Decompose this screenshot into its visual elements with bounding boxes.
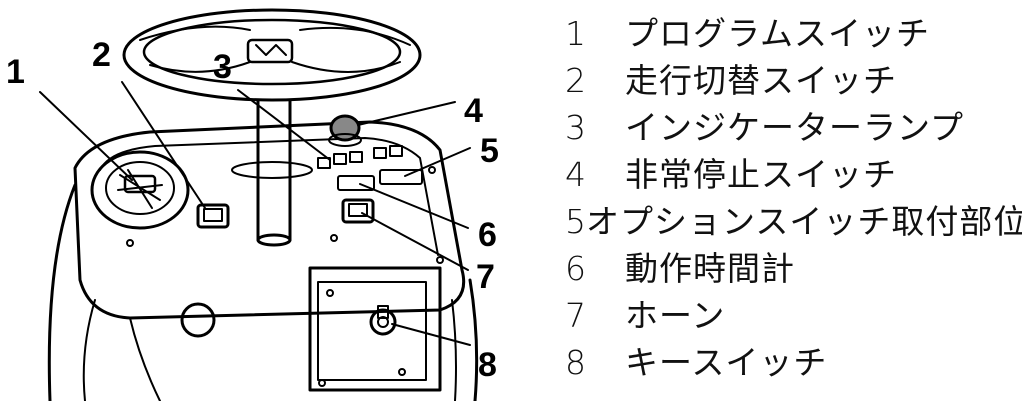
legend-label: 動作時間計 [625,249,795,288]
legend-label: プログラムスイッチ [625,14,931,53]
horn-switch [341,198,375,224]
legend-number: 6 [565,249,586,288]
legend-label: インジケーターランプ [625,108,965,147]
callout-2: 2 [92,36,111,74]
legend-label: オプションスイッチ取付部位 [586,202,1022,241]
legend-number: 2 [565,61,586,100]
legend-item: 2 走行切替スイッチ [545,57,1015,104]
legend-number: 1 [565,14,586,53]
legend-item: 1 プログラムスイッチ [545,10,1015,57]
hour-meter [337,175,375,191]
emergency-stop-button [328,114,362,147]
callout-6: 6 [478,216,497,254]
legend-number: 7 [565,296,586,335]
legend-item: 4 非常停止スイッチ [545,151,1015,198]
legend-number: 5 [565,202,586,241]
legend-label: ホーン [625,296,726,335]
legend-number: 3 [565,108,586,147]
callout-4: 4 [464,92,483,130]
legend-item: 6 動作時間計 [545,245,1015,292]
legend-label: 走行切替スイッチ [625,61,897,100]
travel-switch [196,203,230,229]
callout-8: 8 [478,346,497,384]
legend-label: キースイッチ [625,343,828,382]
legend-item: 7 ホーン [545,292,1015,339]
legend-item: 8 キースイッチ [545,339,1015,386]
machine-body [47,183,479,401]
callout-7: 7 [476,258,495,296]
legend-label: 非常停止スイッチ [625,155,897,194]
leader-lines [39,81,471,346]
option-switch-slot [379,169,423,185]
legend-item: 3 インジケーターランプ [545,104,1015,151]
parts-legend: 1 プログラムスイッチ 2 走行切替スイッチ 3 インジケーターランプ 4 非常停止スイ… [545,10,1022,386]
legend-number: 8 [565,343,586,382]
indicator-lamps [317,145,403,169]
steering-wheel [122,8,422,102]
program-switch-dial [90,150,190,230]
callout-5: 5 [480,132,499,170]
callout-3: 3 [213,48,232,86]
key-switch [369,305,397,336]
steering-column [231,98,313,247]
legend-number: 4 [565,155,586,194]
machine-control-panel-illustration: 1 2 3 4 5 6 7 8 [6,8,499,401]
callout-1: 1 [6,53,25,91]
